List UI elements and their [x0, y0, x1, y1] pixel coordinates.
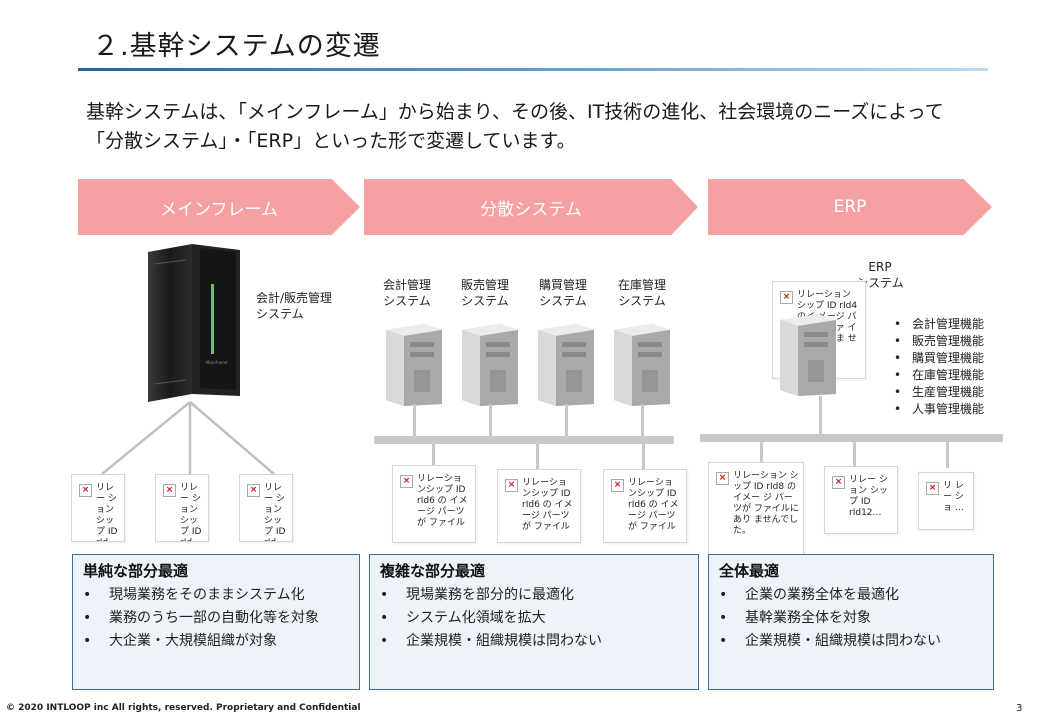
intro-line-1: 基幹システムは、「メインフレーム」から始まり、その後、IT技術の進化、社会環境の…: [86, 101, 944, 123]
page-number: 3: [1016, 703, 1023, 714]
client-drop-line: [536, 444, 539, 470]
mainframe-server-image: Mainframe: [140, 244, 250, 404]
erp-function-item: •人事管理機能: [894, 402, 985, 416]
page-title: ２.基幹システムの変遷: [92, 31, 381, 62]
broken-image-icon: ×: [611, 479, 624, 492]
erp-client-placeholder-1: ×リレーション シップ ID rId8 のイメー ジ パーツが ファイルにあり …: [708, 462, 804, 556]
distributed-client-placeholder-2: ×リレーショ ンシップ ID rId6 の イメージ パーツが ファイル: [497, 469, 581, 543]
banner-distributed: 分散システム: [364, 179, 698, 235]
box-bullet-list: •現場業務をそのままシステム化 •業務のうち一部の自動化等を対象 •大企業・大規…: [83, 584, 319, 653]
erp-function-item: •在庫管理機能: [894, 368, 985, 382]
broken-image-icon: ×: [79, 484, 92, 497]
distributed-client-placeholder-1: ×リレーショ ンシップ ID rId6 の イメージ パーツが ファイル: [392, 465, 476, 543]
intro-text: 基幹システムは、「メインフレーム」から始まり、その後、IT技術の進化、社会環境の…: [86, 98, 1006, 156]
erp-network-bar: [700, 434, 1003, 442]
intro-line-2: 「分散システム」・「ERP」といった形で変遷しています。: [86, 130, 576, 152]
box-bullet-item: •現場業務をそのままシステム化: [83, 587, 305, 603]
description-box-mainframe: 単純な部分最適 •現場業務をそのままシステム化 •業務のうち一部の自動化等を対象…: [72, 554, 360, 690]
mainframe-client-placeholder-3: ×リレー ション シップ ID rId…: [239, 474, 293, 542]
server-label-accounting: 会計管理システム: [382, 278, 431, 308]
erp-client-placeholder-2: ×リレー ション シップ ID rId12…: [824, 466, 898, 534]
description-box-erp: 全体最適 •企業の業務全体を最適化 •基幹業務全体を対象 •企業規模・組織規模は…: [708, 554, 994, 690]
box-heading: 複雑な部分最適: [380, 562, 486, 580]
server-drop-line: [641, 404, 644, 436]
box-bullet-item: •業務のうち一部の自動化等を対象: [83, 610, 319, 626]
box-bullet-item: •現場業務を部分的に最適化: [380, 587, 574, 603]
mainframe-client-placeholder-2: ×リレー ション シップ ID rId…: [155, 474, 209, 542]
banner-mainframe: メインフレーム: [78, 179, 360, 235]
client-drop-line: [853, 442, 856, 468]
description-box-distributed: 複雑な部分最適 •現場業務を部分的に最適化 •システム化領域を拡大 •企業規模・…: [369, 554, 699, 690]
broken-image-icon: ×: [780, 291, 793, 304]
client-drop-line: [946, 442, 949, 468]
erp-function-item: •生産管理機能: [894, 385, 985, 399]
box-heading: 全体最適: [719, 562, 780, 580]
server-icon: [614, 324, 670, 406]
mainframe-connector-lines: [101, 401, 275, 475]
client-drop-line: [432, 444, 435, 466]
client-drop-line: [760, 442, 763, 466]
erp-server-icon: [780, 314, 836, 396]
client-drop-line: [642, 444, 645, 470]
server-drop-line: [565, 404, 568, 436]
distributed-network-bar: [374, 436, 674, 444]
title-underline: [78, 68, 988, 71]
box-bullet-list: •企業の業務全体を最適化 •基幹業務全体を対象 •企業規模・組織規模は問わない: [719, 584, 941, 653]
broken-image-icon: ×: [716, 472, 729, 485]
broken-image-icon: ×: [163, 484, 176, 497]
server-drop-line: [489, 404, 492, 436]
box-bullet-item: •企業規模・組織規模は問わない: [380, 633, 602, 649]
box-bullet-item: •大企業・大規模組織が対象: [83, 633, 277, 649]
box-bullet-item: •企業規模・組織規模は問わない: [719, 633, 941, 649]
broken-image-icon: ×: [400, 475, 413, 488]
banner-erp: ERP: [708, 179, 992, 235]
server-label-purchasing: 購買管理システム: [538, 278, 587, 308]
server-label-inventory: 在庫管理システム: [617, 278, 666, 308]
mainframe-client-placeholder-1: ×リレー ション シップ ID rId…: [71, 474, 125, 542]
broken-image-icon: ×: [926, 482, 939, 495]
box-heading: 単純な部分最適: [83, 562, 189, 580]
box-bullet-item: •システム化領域を拡大: [380, 610, 546, 626]
broken-image-icon: ×: [505, 479, 518, 492]
erp-server-drop-line: [819, 396, 822, 434]
erp-function-item: •会計管理機能: [894, 317, 985, 331]
erp-function-item: •購買管理機能: [894, 351, 985, 365]
mainframe-label-line-1: 会計/販売管理: [256, 291, 333, 305]
erp-client-placeholder-3: ×リ レー ショ …: [918, 472, 974, 530]
mainframe-logo-text: Mainframe: [206, 360, 228, 365]
server-label-sales: 販売管理システム: [460, 278, 509, 308]
broken-image-icon: ×: [832, 476, 845, 489]
erp-system-label: ERP システム: [856, 260, 904, 290]
mainframe-label: 会計/販売管理 システム: [256, 290, 332, 322]
mainframe-label-line-2: システム: [256, 307, 304, 321]
server-drop-line: [413, 404, 416, 436]
copyright-footer: © 2020 INTLOOP inc All rights, reserved.…: [6, 703, 361, 713]
broken-image-icon: ×: [247, 484, 260, 497]
server-icon: [462, 324, 518, 406]
server-icon: [386, 324, 442, 406]
distributed-client-placeholder-3: ×リレーショ ンシップ ID rId6 の イメージ パーツが ファイル: [603, 469, 687, 543]
erp-function-list: •会計管理機能 •販売管理機能 •購買管理機能 •在庫管理機能 •生産管理機能 …: [894, 316, 984, 418]
server-icon: [538, 324, 594, 406]
erp-function-item: •販売管理機能: [894, 334, 985, 348]
box-bullet-item: •基幹業務全体を対象: [719, 610, 871, 626]
box-bullet-list: •現場業務を部分的に最適化 •システム化領域を拡大 •企業規模・組織規模は問わな…: [380, 584, 602, 653]
box-bullet-item: •企業の業務全体を最適化: [719, 587, 899, 603]
